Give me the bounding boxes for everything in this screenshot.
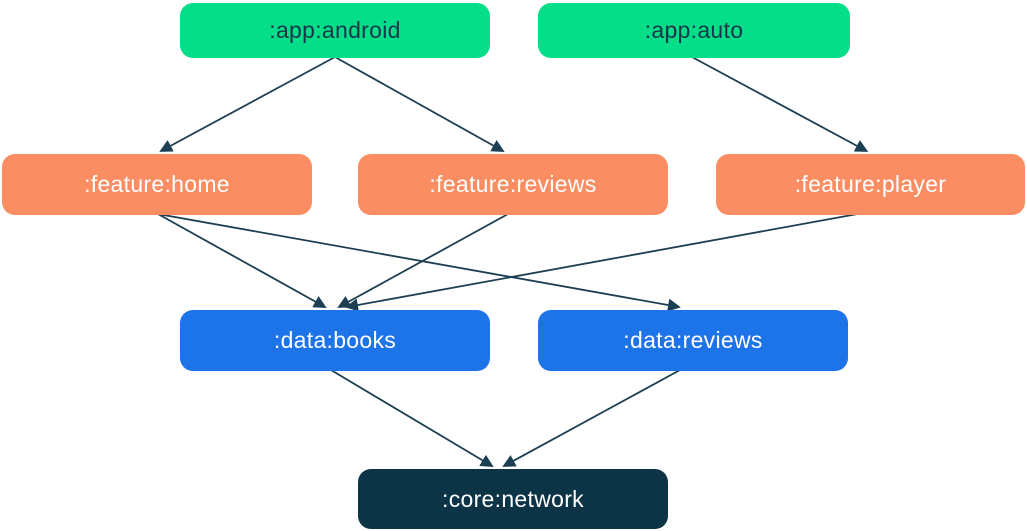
edge-app-android-to-feature-home bbox=[159, 56, 336, 152]
edge-app-android-to-feature-reviews bbox=[334, 56, 505, 152]
node-label: :feature:reviews bbox=[429, 171, 597, 197]
edge-data-reviews-to-core-network bbox=[502, 369, 681, 467]
node-data-reviews: :data:reviews bbox=[538, 310, 848, 371]
node-feature-reviews: :feature:reviews bbox=[358, 154, 668, 215]
node-core-network: :core:network bbox=[358, 469, 668, 529]
node-label: :app:auto bbox=[644, 17, 744, 43]
edge-feature-player-to-data-books bbox=[345, 213, 858, 312]
node-feature-home: :feature:home bbox=[2, 154, 312, 215]
edge-feature-reviews-to-data-books bbox=[337, 213, 509, 308]
node-app-auto: :app:auto bbox=[538, 3, 850, 58]
node-label: :app:android bbox=[269, 17, 401, 43]
edge-data-books-to-core-network bbox=[330, 369, 494, 467]
node-label: :data:books bbox=[273, 327, 397, 353]
node-feature-player: :feature:player bbox=[716, 154, 1025, 215]
node-label: :feature:home bbox=[84, 171, 230, 197]
edge-app-auto-to-feature-player bbox=[691, 56, 869, 152]
edge-feature-home-to-data-books bbox=[157, 213, 327, 308]
node-label: :feature:player bbox=[794, 171, 947, 197]
edge-feature-home-to-data-reviews bbox=[157, 213, 681, 312]
node-label: :core:network bbox=[442, 485, 584, 512]
node-data-books: :data:books bbox=[180, 310, 490, 371]
node-app-android: :app:android bbox=[180, 3, 490, 58]
node-label: :data:reviews bbox=[623, 327, 763, 353]
